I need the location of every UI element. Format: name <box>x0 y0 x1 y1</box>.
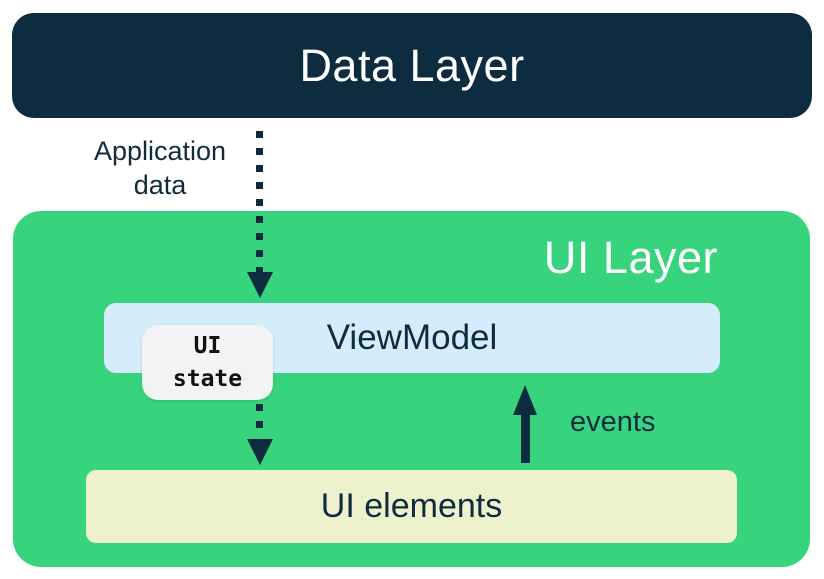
events-arrow-line <box>521 412 530 463</box>
events-edge-label: events <box>570 406 656 438</box>
data-layer-label: Data Layer <box>299 39 525 91</box>
application-data-arrowhead-icon <box>247 272 273 298</box>
ui-state-box: UI state <box>142 325 273 400</box>
ui-state-arrowhead-icon <box>247 439 273 465</box>
ui-elements-box: UI elements <box>86 470 737 543</box>
ui-layer-label: UI Layer <box>543 232 718 283</box>
ui-elements-label: UI elements <box>320 487 503 525</box>
ui-state-arrow-line <box>256 404 263 435</box>
events-arrowhead-icon <box>513 385 537 415</box>
ui-state-label: UI state <box>172 332 243 392</box>
application-data-edge-label: Application data <box>93 136 227 200</box>
data-layer-box: Data Layer <box>12 13 812 118</box>
application-data-arrow-line <box>256 131 263 274</box>
viewmodel-label: ViewModel <box>326 318 498 357</box>
